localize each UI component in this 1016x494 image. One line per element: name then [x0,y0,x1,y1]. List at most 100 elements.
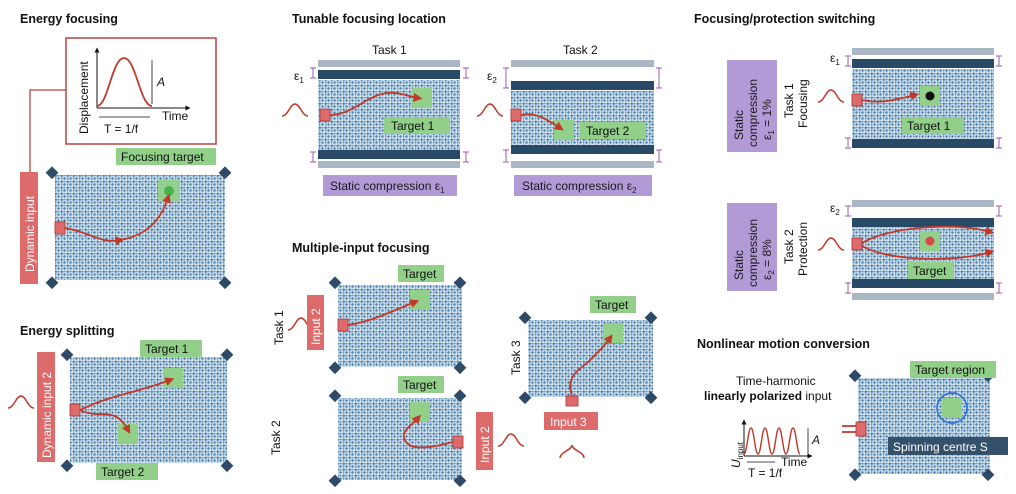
dark-bar [511,145,654,154]
target-1-node [163,368,183,388]
dark-bar [852,139,994,148]
input-pulse-icon [497,433,525,447]
strain-marker [503,149,509,163]
switch-eps1: ε1 [830,51,840,67]
nonlinear-xlabel: Time [781,455,808,469]
switch-task2-l2: Protection [796,222,810,276]
switch-box2-line3: ε2 = 8% [760,239,776,280]
input-node [565,395,579,407]
static-compression-label-1: Static compression ε1 [330,179,445,195]
input-node [54,221,66,235]
strain-marker [996,282,1002,294]
red-path-arrow [347,299,420,326]
title-nonlinear: Nonlinear motion conversion [697,337,870,351]
grey-bar [852,48,994,55]
strain-marker [463,67,469,79]
tunable-target1-label: Target 1 [391,119,435,133]
red-path-arrow [861,91,920,103]
input-node [452,435,464,449]
lattice-energy-focusing [55,175,225,280]
title-tunable: Tunable focusing location [292,12,446,26]
nonlinear-period: T = 1/f [748,466,783,480]
multi-target-box-task3 [590,296,636,313]
section-multiple-input: Multiple-input focusing Task 1 Input 2 T… [269,241,658,488]
multi-input-box-task2 [476,412,493,470]
input-pulse-icon [817,89,845,103]
title-switching: Focusing/protection switching [694,12,875,26]
target-node [942,398,962,418]
strain-marker [310,151,316,163]
inset-pulse-curve [96,57,153,107]
target-2-label: Target 2 [101,465,145,479]
dark-bar [318,150,460,159]
target-1-box [384,117,450,134]
input-pulse-icon [281,103,309,117]
input-node [69,403,81,417]
grey-bar [511,161,654,168]
nonlinear-amplitude: A [811,433,820,447]
spinning-centre-box [888,437,1008,455]
spinning-centre-label: Spinning centre S [893,440,988,454]
corner-clamp [45,166,59,180]
lattice-multi-task2 [338,398,462,480]
multi-task1-name: Task 1 [272,310,286,345]
input-node [319,108,331,122]
inset-connector [29,89,66,180]
switch-box1-line3: ε1 = 1% [760,99,776,140]
multi-input-box-task3 [544,412,598,430]
corner-clamp [218,276,232,290]
multi-target-box-task2 [398,376,444,393]
grey-bar [318,60,460,67]
multi-input-label-task3: Input 3 [550,415,587,429]
static-compression-box-1 [323,175,457,196]
switch-target2-label: Target [913,264,947,278]
red-path-arrow [520,113,564,131]
input-node [337,318,349,332]
strain-marker [656,149,662,163]
dark-bar [511,81,654,90]
lattice-energy-splitting [70,357,227,463]
switch-box1-line1: Static [732,110,746,140]
spin-circle [936,392,968,424]
switch-box1-line2: compression [746,79,760,147]
dynamic-input-2-label: Dynamic input 2 [40,372,54,458]
target-region-label: Target region [915,363,985,377]
nonlinear-ylabel: Uinput [729,441,745,468]
strain-marker [845,137,851,149]
multi-input-label-task1: Input 2 [309,308,323,345]
red-path-arrow [569,334,613,397]
corner-clamp [453,474,467,488]
switch-compression-box-2 [727,203,777,291]
corner-clamp [328,361,342,375]
section-nonlinear: Nonlinear motion conversion Time-harmoni… [697,337,1008,482]
input-pulse-icon [559,444,585,459]
red-path-arrow [329,92,423,116]
target-node [603,323,623,343]
title-multiple: Multiple-input focusing [292,241,429,255]
dark-bar [318,70,460,79]
input-node [851,93,863,107]
input-pulse-icon [7,395,35,409]
strain-marker [656,67,662,89]
target-1-label: Target 1 [145,342,189,356]
tunable-eps1: ε1 [294,69,304,85]
corner-clamp [453,276,467,290]
inset-ylabel: Displacement [77,61,91,134]
switch-box2-line2: compression [746,219,760,287]
red-path-arrow [861,245,995,260]
target-node [554,120,574,140]
target-dot [925,91,935,101]
corner-clamp [218,166,232,180]
switch-task1-l2: Focusing [796,79,810,128]
section-switching: Focusing/protection switching Static com… [694,12,1002,300]
switch-target1-box [902,117,964,134]
grey-bar [852,293,994,300]
strain-marker [845,205,851,217]
strain-marker [503,67,509,89]
red-path-arrow [79,377,175,411]
red-path-arrow [64,193,171,246]
focusing-target-label: Focusing target [121,150,204,164]
static-compression-box-2 [514,175,652,196]
inset-amplitude: A [156,75,165,89]
title-energy-splitting: Energy splitting [20,324,114,338]
